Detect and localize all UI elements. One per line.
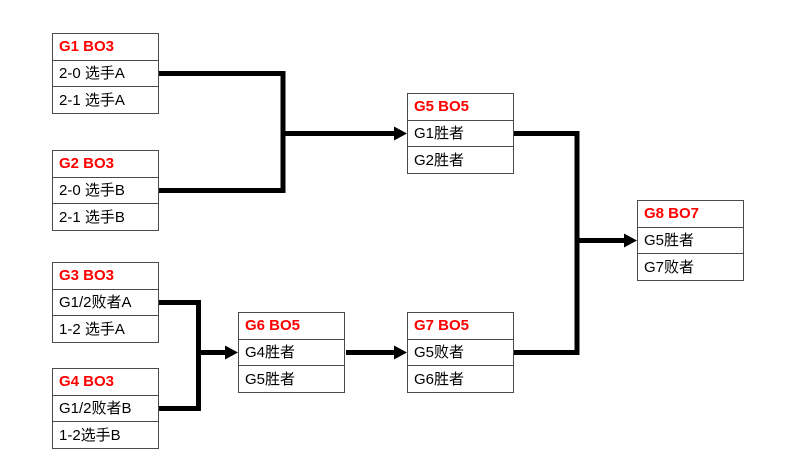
arrowhead-to-g8 <box>624 233 637 248</box>
match-box-g4: G4 BO3 G1/2败者B 1-2选手B <box>52 368 159 449</box>
match-slot: G5胜者 <box>245 370 296 388</box>
connector-g3-g4-join <box>159 300 201 411</box>
match-box-g8: G8 BO7 G5胜者 G7败者 <box>637 200 744 281</box>
connector-g5-g7-join <box>514 131 580 355</box>
match-title-g1: G1 BO3 <box>53 34 158 61</box>
match-slot: G6胜者 <box>414 370 465 388</box>
match-title-g2: G2 BO3 <box>53 151 158 178</box>
match-box-g1: G1 BO3 2-0 选手A 2-1 选手A <box>52 33 159 114</box>
match-title-g5: G5 BO5 <box>408 94 513 121</box>
match-title-g3: G3 BO3 <box>53 263 158 290</box>
match-slot: G4胜者 <box>239 340 344 367</box>
match-slot: 2-1 选手B <box>59 208 125 226</box>
match-title-g6: G6 BO5 <box>239 313 344 340</box>
arrowhead-to-g5 <box>394 126 407 141</box>
match-slot: G1/2败者A <box>53 290 158 317</box>
match-box-g2: G2 BO3 2-0 选手B 2-1 选手B <box>52 150 159 231</box>
match-slot: 2-0 选手B <box>53 178 158 205</box>
arrowhead-to-g6 <box>225 345 238 360</box>
match-slot: 1-2选手B <box>59 426 121 444</box>
match-slot: G1胜者 <box>408 121 513 148</box>
match-slot: G1/2败者B <box>53 396 158 423</box>
match-box-g7: G7 BO5 G5败者 G6胜者 <box>407 312 514 393</box>
match-title-g4: G4 BO3 <box>53 369 158 396</box>
match-box-g6: G6 BO5 G4胜者 G5胜者 <box>238 312 345 393</box>
match-slot: 2-0 选手A <box>53 61 158 88</box>
match-slot: 2-1 选手A <box>59 91 125 109</box>
match-slot: 1-2 选手A <box>59 320 125 338</box>
match-box-g5: G5 BO5 G1胜者 G2胜者 <box>407 93 514 174</box>
match-slot: G2胜者 <box>414 151 465 169</box>
match-slot: G5败者 <box>408 340 513 367</box>
arrowhead-to-g7 <box>394 345 407 360</box>
match-title-g8: G8 BO7 <box>638 201 743 228</box>
match-slot: G5胜者 <box>638 228 743 255</box>
match-box-g3: G3 BO3 G1/2败者A 1-2 选手A <box>52 262 159 343</box>
match-title-g7: G7 BO5 <box>408 313 513 340</box>
match-slot: G7败者 <box>644 258 695 276</box>
connector-g1-g2-join <box>159 71 286 193</box>
